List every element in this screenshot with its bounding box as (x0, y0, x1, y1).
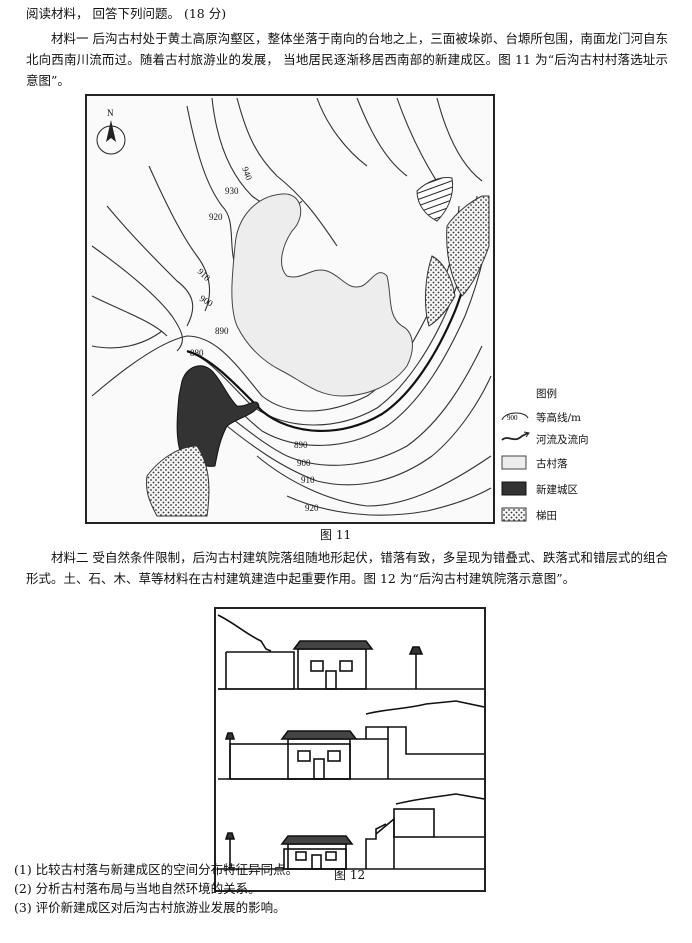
legend-label: 新建城区 (536, 484, 578, 496)
terrace-symbol-icon (501, 507, 527, 522)
contour-label: 920 (209, 212, 223, 222)
question-item: (2) 分析古村落布局与当地自然环境的关系。 (14, 881, 261, 896)
question-item: (3) 评价新建成区对后沟古村旅游业发展的影响。 (14, 900, 286, 915)
house-top (297, 648, 367, 690)
contour-label: 930 (225, 186, 239, 196)
legend-label: 河流及流向 (536, 434, 589, 446)
figure-11-caption: 图 11 (320, 528, 352, 542)
legend-title: 图例 (536, 388, 557, 400)
river-symbol-icon (501, 431, 530, 441)
sketch-drawing (217, 614, 485, 870)
legend-label: 等高线/m (536, 412, 581, 424)
question-item: (1) 比较古村落与新建成区的空间分布特征异同点。 (14, 862, 299, 877)
legend-label: 古村落 (536, 458, 568, 470)
terrace-field-e3 (424, 255, 456, 327)
contour-label: 890 (215, 326, 229, 336)
courtyard-sketch (214, 607, 486, 892)
contour-label: 910 (301, 475, 315, 485)
contour-label: 910 (196, 266, 213, 283)
material-two-paragraph: 材料二 受自然条件限制，后沟古村建筑院落组随地形起伏，错落有致，多呈现为错叠式、… (26, 550, 668, 586)
village-symbol-icon (501, 455, 527, 470)
svg-text:900: 900 (507, 414, 518, 422)
terrace-field-e1 (446, 195, 490, 297)
north-arrow: N (96, 108, 126, 155)
terrain-line-1 (217, 614, 272, 652)
terrace-field-sw (146, 445, 210, 517)
terrace-field-e2 (416, 177, 454, 222)
question-list: (1) 比较古村落与新建成区的空间分布特征异同点。 (2) 分析古村落布局与当地… (14, 860, 298, 917)
material-one-paragraph: 材料一 后沟古村处于黄土高原沟壑区，整体坐落于南向的台地之上，三面被垛峁、台塬所… (26, 31, 668, 88)
contour-symbol-icon: 900 (501, 412, 529, 422)
question-header: 阅读材料， 回答下列问题。 (18 分) (26, 6, 227, 21)
map-drawing: N 940 930 920 910 900 890 880 890 900 91… (91, 97, 492, 517)
new-area-symbol-icon (501, 481, 527, 496)
contour-label: 890 (294, 440, 308, 450)
figure-12-caption: 图 12 (334, 868, 366, 882)
contour-label: 900 (198, 293, 215, 309)
contour-label: 880 (190, 348, 204, 358)
contour-label: 900 (297, 458, 311, 468)
contour-label: 920 (305, 503, 319, 513)
village-site-map: N 940 930 920 910 900 890 880 890 900 91… (85, 94, 495, 524)
terrain-line-2 (365, 700, 485, 715)
legend-label: 梯田 (536, 510, 557, 522)
contour-label: 940 (240, 165, 254, 182)
north-label: N (107, 108, 114, 118)
terrain-line-3 (395, 793, 485, 805)
ancient-village-area (231, 193, 413, 397)
